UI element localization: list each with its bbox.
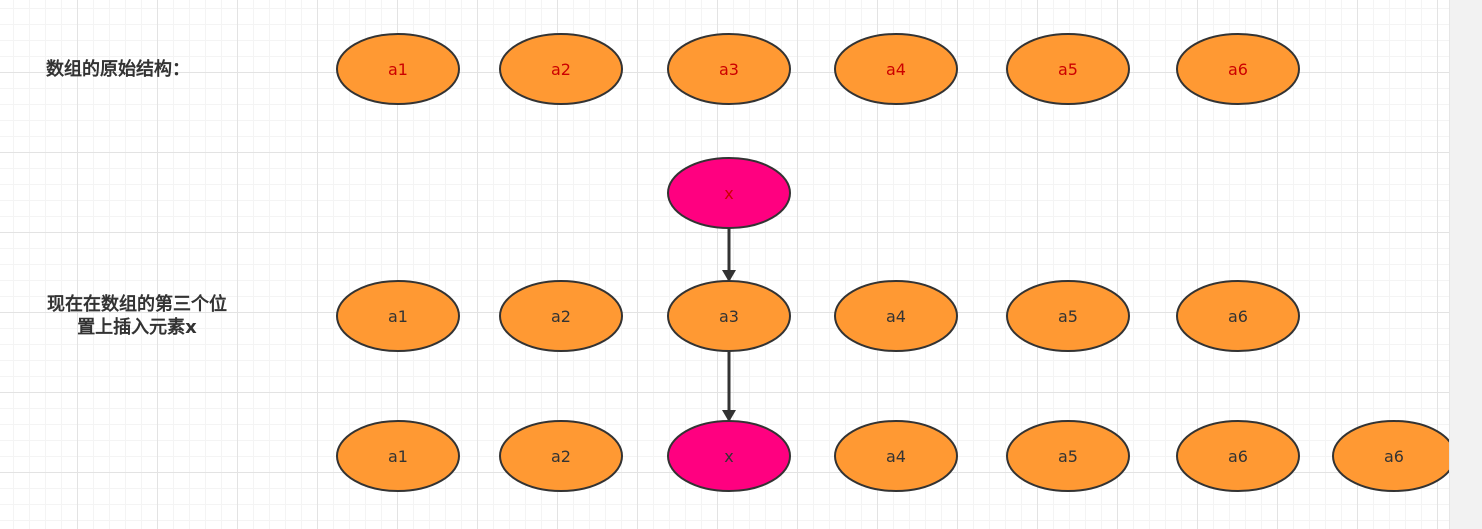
node-ellipse	[667, 157, 791, 229]
node-label: a5	[1058, 447, 1078, 466]
insert-target-node-a2[interactable]: a2	[499, 280, 623, 352]
node-label: a2	[551, 307, 571, 326]
node-label: a4	[886, 307, 906, 326]
node-label: a1	[388, 60, 408, 79]
node-ellipse	[1006, 280, 1130, 352]
node-label: a5	[1058, 307, 1078, 326]
original-node-a2[interactable]: a2	[499, 33, 623, 105]
node-ellipse	[1176, 280, 1300, 352]
node-ellipse	[1006, 33, 1130, 105]
original-node-a1[interactable]: a1	[336, 33, 460, 105]
node-label: a6	[1228, 307, 1248, 326]
insert-target-node-a5[interactable]: a5	[1006, 280, 1130, 352]
original-structure-label: 数组的原始结构：	[46, 59, 190, 80]
insert-target-node-a6[interactable]: a6	[1176, 280, 1300, 352]
node-ellipse	[667, 33, 791, 105]
array-diagram: a1 a2 a3 a4 a5 a6 x a1 a2 a3 a4 a5 a6 a1 a2 x a4 a5 a6 a6	[336, 33, 1449, 492]
node-ellipse	[834, 420, 958, 492]
node-label: a2	[551, 447, 571, 466]
insert-description-label: 现在在数组的第三个位 置上插入元素x	[22, 293, 252, 339]
node-ellipse	[499, 420, 623, 492]
result-node-x[interactable]: x	[667, 420, 791, 492]
node-ellipse	[336, 280, 460, 352]
node-ellipse	[667, 420, 791, 492]
node-label: x	[724, 447, 733, 466]
insert-description-line-1: 现在在数组的第三个位	[47, 294, 227, 315]
vertical-scrollbar[interactable]	[1449, 0, 1482, 529]
node-label: a3	[719, 60, 739, 79]
original-node-a6[interactable]: a6	[1176, 33, 1300, 105]
node-label: a3	[719, 307, 739, 326]
insert-target-node-a4[interactable]: a4	[834, 280, 958, 352]
node-label: a1	[388, 447, 408, 466]
node-label: a6	[1228, 447, 1248, 466]
original-node-a4[interactable]: a4	[834, 33, 958, 105]
node-label: a2	[551, 60, 571, 79]
insert-description-line-2: 置上插入元素x	[77, 317, 197, 338]
node-ellipse	[336, 420, 460, 492]
node-label: x	[724, 184, 733, 203]
node-ellipse	[834, 280, 958, 352]
insert-target-node-a3[interactable]: a3	[667, 280, 791, 352]
result-node-a5[interactable]: a5	[1006, 420, 1130, 492]
node-ellipse	[336, 33, 460, 105]
result-node-a2[interactable]: a2	[499, 420, 623, 492]
node-ellipse	[499, 280, 623, 352]
node-label: a4	[886, 447, 906, 466]
result-node-a4[interactable]: a4	[834, 420, 958, 492]
node-ellipse	[667, 280, 791, 352]
original-node-a5[interactable]: a5	[1006, 33, 1130, 105]
new-element-node-x[interactable]: x	[667, 157, 791, 229]
insert-target-node-a1[interactable]: a1	[336, 280, 460, 352]
node-ellipse	[1332, 420, 1449, 492]
result-node-a6[interactable]: a6	[1332, 420, 1449, 492]
node-label: a1	[388, 307, 408, 326]
node-ellipse	[499, 33, 623, 105]
result-node-a1[interactable]: a1	[336, 420, 460, 492]
node-ellipse	[1006, 420, 1130, 492]
node-ellipse	[1176, 420, 1300, 492]
node-label: a6	[1384, 447, 1404, 466]
original-node-a3[interactable]: a3	[667, 33, 791, 105]
node-label: a6	[1228, 60, 1248, 79]
node-label: a4	[886, 60, 906, 79]
node-ellipse	[834, 33, 958, 105]
node-label: a5	[1058, 60, 1078, 79]
result-node-a6[interactable]: a6	[1176, 420, 1300, 492]
node-ellipse	[1176, 33, 1300, 105]
